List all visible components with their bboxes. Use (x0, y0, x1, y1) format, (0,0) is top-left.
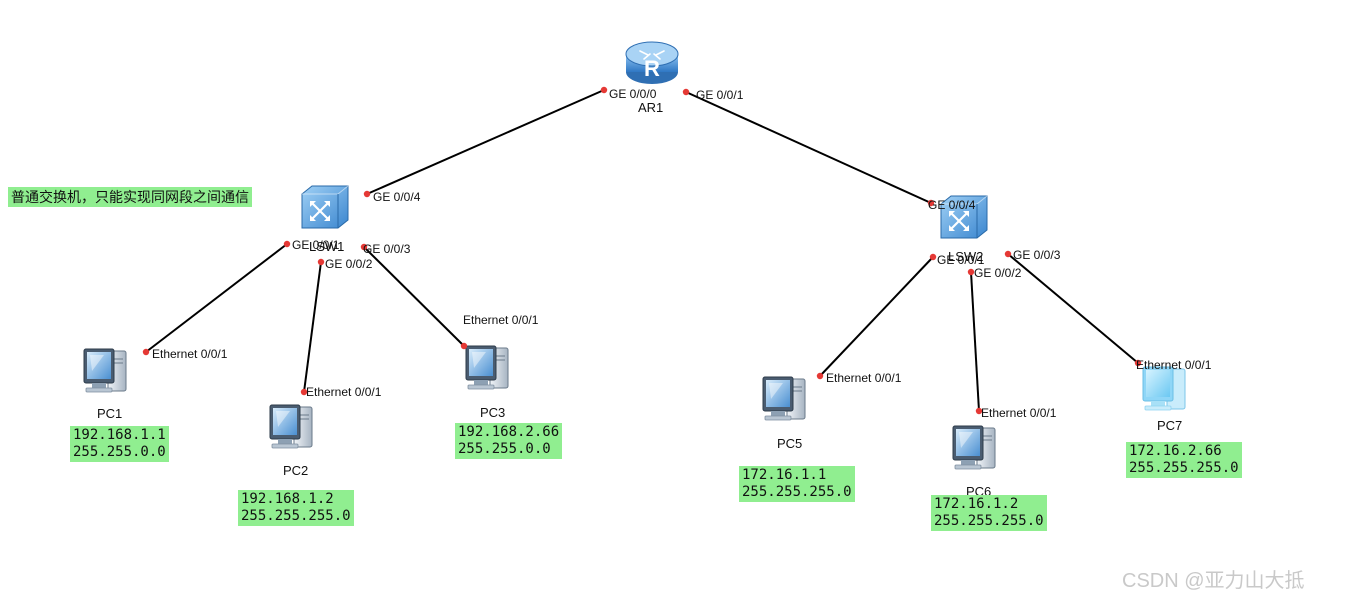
ip-box-pc2: 192.168.1.2 255.255.255.0 (238, 490, 354, 526)
subnet-mask: 255.255.255.0 (241, 508, 351, 524)
subnet-mask: 255.255.0.0 (73, 444, 166, 460)
switch-note: 普通交换机，只能实现同网段之间通信 (8, 187, 252, 207)
port-label: Ethernet 0/0/1 (152, 347, 228, 361)
subnet-mask: 255.255.255.0 (1129, 460, 1239, 476)
pc-icon[interactable] (762, 376, 806, 421)
device-name-pc3: PC3 (480, 405, 506, 420)
port-dot (816, 372, 824, 380)
link-lsw2-pc5 (819, 256, 934, 377)
pc-icon[interactable] (1142, 366, 1186, 411)
port-dot (682, 88, 690, 96)
device-name-pc5: PC5 (777, 436, 803, 451)
ip-box-pc5: 172.16.1.1 255.255.255.0 (739, 466, 855, 502)
watermark: CSDN @亚力山大抵 (1122, 570, 1305, 592)
pc-icon[interactable] (952, 425, 996, 470)
ip-address: 172.16.2.66 (1129, 443, 1222, 459)
port-dot (967, 268, 975, 276)
port-dot (927, 199, 935, 207)
port-dot (317, 258, 325, 266)
port-label: GE 0/0/3 (363, 242, 411, 256)
port-label: GE 0/0/1 (937, 253, 985, 267)
port-label: GE 0/0/2 (325, 257, 373, 271)
device-name-pc7: PC7 (1157, 418, 1183, 433)
pc-icon[interactable] (465, 345, 509, 390)
port-label: Ethernet 0/0/1 (826, 371, 902, 385)
port-dot (283, 240, 291, 248)
device-name-lsw1: LSW1 (309, 239, 345, 254)
link-ar1-lsw1 (366, 89, 605, 195)
pc-icon[interactable] (83, 348, 127, 393)
port-dot (929, 253, 937, 261)
port-dot (975, 407, 983, 415)
port-label: GE 0/0/4 (373, 190, 421, 204)
port-dot (460, 342, 468, 350)
port-label: Ethernet 0/0/1 (1136, 358, 1212, 372)
ip-address: 192.168.2.66 (458, 424, 560, 440)
ip-box-pc3: 192.168.2.66 255.255.0.0 (455, 423, 563, 459)
link-ar1-lsw2 (685, 91, 932, 204)
device-name-pc2: PC2 (283, 463, 309, 478)
port-dots (142, 86, 1142, 415)
ip-address: 192.168.1.2 (241, 491, 334, 507)
link-lsw2-pc7 (1007, 253, 1139, 364)
ip-address: 192.168.1.1 (73, 427, 166, 443)
link-lsw2-pc6 (970, 271, 980, 412)
device-name-ar1: AR1 (638, 100, 664, 115)
port-label: GE 0/0/2 (974, 266, 1022, 280)
ip-address: 172.16.1.2 (934, 496, 1019, 512)
port-label: Ethernet 0/0/1 (463, 313, 539, 327)
port-label: GE 0/0/1 (292, 238, 340, 252)
device-name-pc1: PC1 (97, 406, 123, 421)
switch-icon[interactable] (300, 184, 350, 230)
link-lsw1-pc3 (363, 246, 465, 347)
port-dot (363, 190, 371, 198)
links (145, 89, 1139, 412)
ip-address: 172.16.1.1 (742, 467, 827, 483)
port-label: Ethernet 0/0/1 (981, 406, 1057, 420)
ip-box-pc6: 172.16.1.2 255.255.255.0 (931, 495, 1047, 531)
subnet-mask: 255.255.255.0 (742, 484, 852, 500)
port-label: GE 0/0/4 (928, 198, 976, 212)
link-lsw1-pc2 (303, 261, 322, 393)
port-dot (1134, 359, 1142, 367)
port-label: GE 0/0/0 (609, 87, 657, 101)
device-name-lsw2: LSW2 (948, 249, 984, 264)
subnet-mask: 255.255.0.0 (458, 441, 551, 457)
port-label: GE 0/0/1 (696, 88, 744, 102)
port-label: Ethernet 0/0/1 (306, 385, 382, 399)
port-dot (600, 86, 608, 94)
link-lsw1-pc1 (145, 243, 288, 353)
port-dot (142, 348, 150, 356)
port-label: GE 0/0/3 (1013, 248, 1061, 262)
port-dot (1004, 250, 1012, 258)
subnet-mask: 255.255.255.0 (934, 513, 1044, 529)
pc-icon[interactable] (269, 404, 313, 449)
router-icon[interactable] (625, 41, 679, 85)
port-dot (360, 243, 368, 251)
port-dot (300, 388, 308, 396)
ip-box-pc7: 172.16.2.66 255.255.255.0 (1126, 442, 1242, 478)
ip-box-pc1: 192.168.1.1 255.255.0.0 (70, 426, 169, 462)
